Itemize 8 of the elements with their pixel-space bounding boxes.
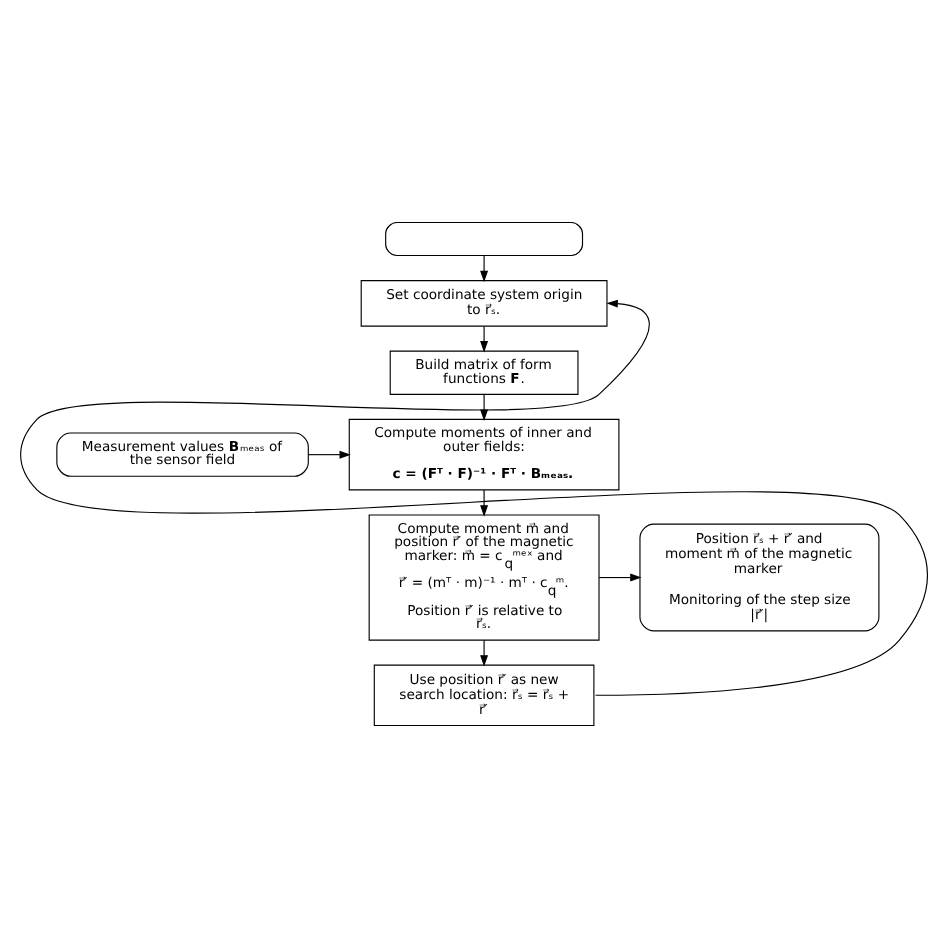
arrow: [480, 489, 489, 517]
arrow: [20, 299, 928, 696]
arrow: [480, 639, 489, 667]
node-box: [385, 222, 584, 257]
arrow: [307, 450, 351, 459]
arrow: [598, 573, 642, 582]
arrow: [480, 255, 489, 283]
arrow: [480, 325, 489, 353]
